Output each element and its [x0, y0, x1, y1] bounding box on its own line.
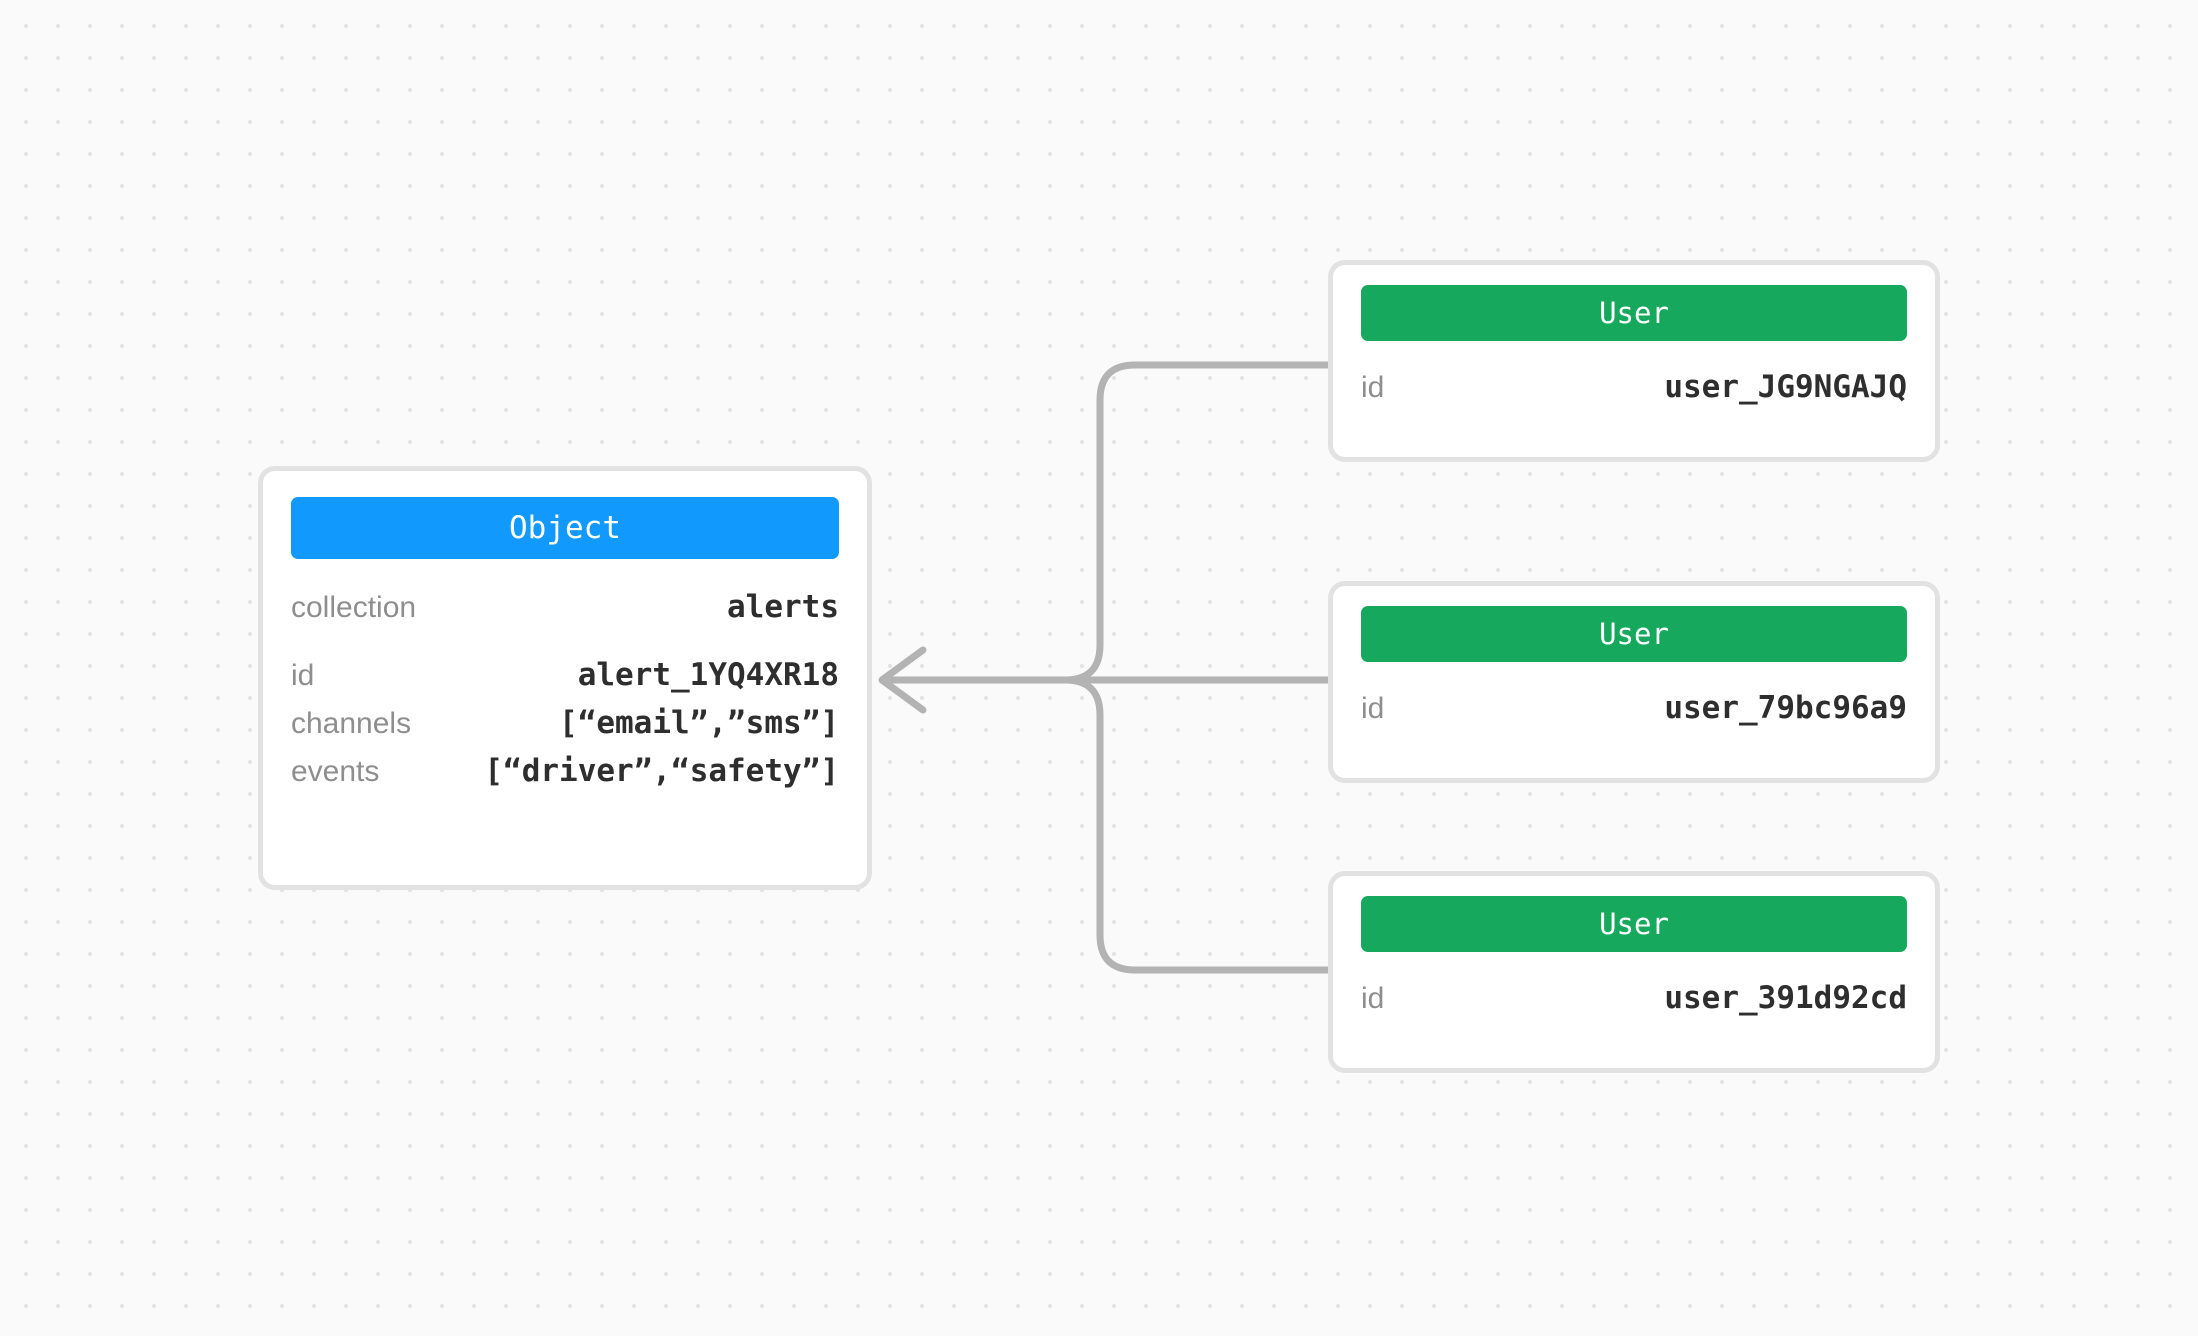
- table-row[interactable]: id user_79bc96a9: [1361, 690, 1907, 734]
- user-card-header: User: [1361, 896, 1907, 952]
- user-card-rows: id user_79bc96a9: [1333, 662, 1935, 734]
- row-value: user_391d92cd: [1664, 980, 1907, 1016]
- edge-user-2: [881, 676, 1334, 974]
- table-row[interactable]: events [“driver”,“safety”]: [291, 753, 839, 801]
- row-value: user_JG9NGAJQ: [1664, 369, 1907, 405]
- row-value: alert_1YQ4XR18: [577, 657, 839, 693]
- user-card-header: User: [1361, 606, 1907, 662]
- table-row[interactable]: collection alerts: [291, 589, 839, 637]
- row-key: channels: [291, 707, 412, 740]
- edge-user-0: [881, 361, 1334, 684]
- table-row[interactable]: id user_JG9NGAJQ: [1361, 369, 1907, 413]
- user-card-rows: id user_391d92cd: [1333, 952, 1935, 1024]
- row-key: id: [1361, 371, 1385, 404]
- row-key: events: [291, 755, 380, 788]
- user-card[interactable]: User id user_79bc96a9: [1328, 581, 1940, 783]
- row-key: id: [1361, 982, 1385, 1015]
- row-value: [“email”,”sms”]: [559, 705, 839, 741]
- row-key: collection: [291, 591, 417, 624]
- object-card-rows: collection alerts id alert_1YQ4XR18 chan…: [263, 559, 867, 801]
- row-value: user_79bc96a9: [1664, 690, 1907, 726]
- table-row[interactable]: id alert_1YQ4XR18: [291, 657, 839, 705]
- user-card-rows: id user_JG9NGAJQ: [1333, 341, 1935, 413]
- row-key: id: [291, 659, 315, 692]
- object-card-header: Object: [291, 497, 839, 559]
- user-card[interactable]: User id user_391d92cd: [1328, 871, 1940, 1073]
- table-row[interactable]: channels [“email”,”sms”]: [291, 705, 839, 753]
- row-value: alerts: [727, 589, 839, 625]
- row-group-divider: [291, 637, 839, 657]
- user-card[interactable]: User id user_JG9NGAJQ: [1328, 260, 1940, 462]
- table-row[interactable]: id user_391d92cd: [1361, 980, 1907, 1024]
- row-key: id: [1361, 692, 1385, 725]
- object-card[interactable]: Object collection alerts id alert_1YQ4XR…: [258, 466, 872, 890]
- user-card-header: User: [1361, 285, 1907, 341]
- edge-arrowhead-icon: [878, 646, 927, 714]
- row-value: [“driver”,“safety”]: [484, 753, 839, 789]
